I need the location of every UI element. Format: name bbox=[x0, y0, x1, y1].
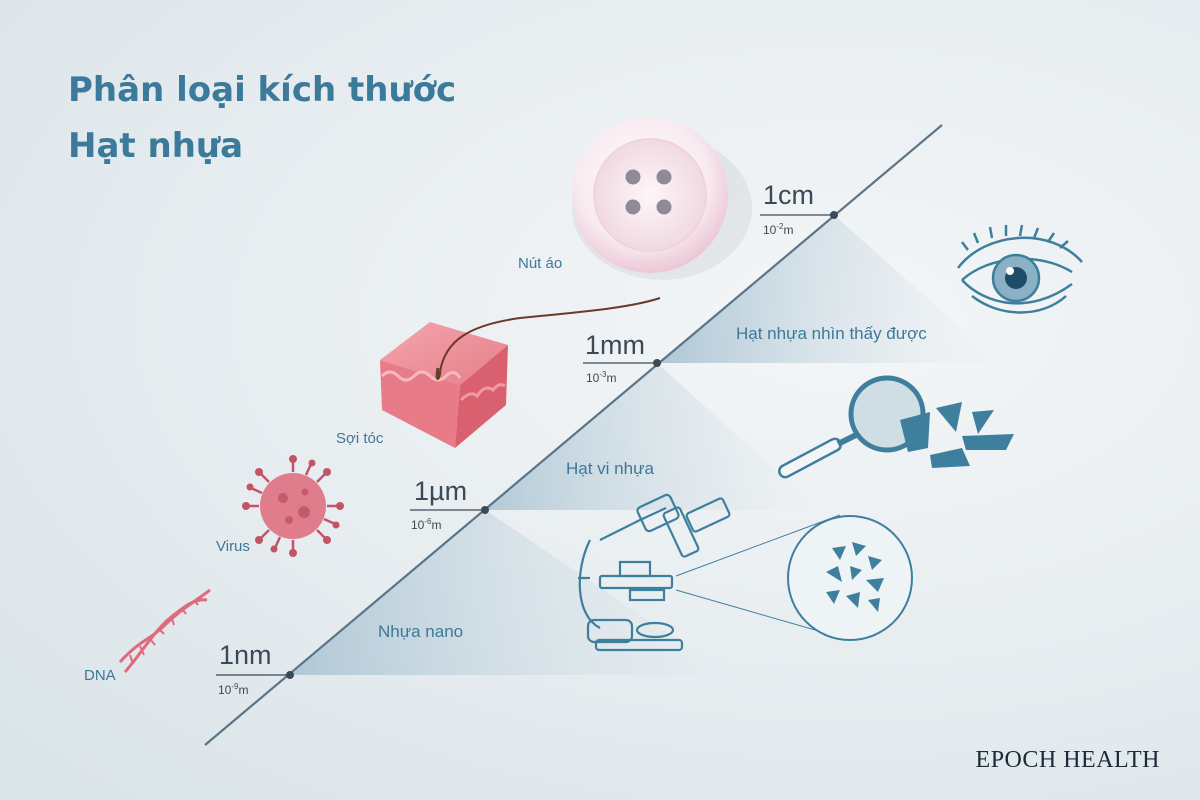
scale-exp-cm: 10-2m bbox=[763, 222, 793, 237]
band-nano-shape bbox=[290, 510, 730, 675]
scale-mark-um: 1µm 10-6m bbox=[410, 476, 489, 532]
eye-icon bbox=[957, 224, 1083, 314]
plastic-fragments-icon bbox=[900, 402, 1014, 468]
band-micro-shape bbox=[485, 363, 820, 510]
hair-skin-icon bbox=[380, 297, 661, 448]
scale-dot-nm bbox=[286, 671, 294, 679]
scale-dot-cm bbox=[830, 211, 838, 219]
scale-size-cm: 1cm bbox=[763, 180, 814, 210]
scale-exp-nm: 10-9m bbox=[218, 682, 248, 697]
brand-logo: EPOCH HEALTH bbox=[975, 747, 1160, 773]
hair-label: Sợi tóc bbox=[336, 430, 384, 447]
scale-axis bbox=[204, 124, 943, 746]
button-label: Nút áo bbox=[518, 255, 562, 272]
scale-size-mm: 1mm bbox=[585, 330, 645, 360]
microscope-view bbox=[787, 515, 913, 641]
microscope-icon bbox=[578, 493, 731, 652]
scale-size-nm: 1nm bbox=[219, 640, 272, 670]
band-micro-label: Hạt vi nhựa bbox=[566, 459, 654, 478]
scale-exp-um: 10-6m bbox=[411, 517, 441, 532]
scale-exp-mm: 10-3m bbox=[586, 370, 616, 385]
band-visible-label: Hạt nhựa nhìn thấy được bbox=[736, 324, 927, 343]
page-title: Phân loại kích thước Hạt nhựa bbox=[68, 62, 456, 174]
scale-dot-mm bbox=[653, 359, 661, 367]
scale-mark-cm: 1cm 10-2m bbox=[760, 180, 838, 237]
size-bands bbox=[290, 215, 1000, 675]
band-visible-shape bbox=[657, 215, 1000, 363]
virus-icon bbox=[242, 455, 344, 557]
scale-mark-mm: 1mm 10-3m bbox=[583, 330, 661, 385]
scale-size-um: 1µm bbox=[414, 476, 467, 506]
band-nano-label: Nhựa nano bbox=[378, 622, 463, 641]
button-icon bbox=[572, 117, 752, 280]
scale-mark-nm: 1nm 10-9m bbox=[216, 640, 294, 697]
magnifier-icon bbox=[778, 375, 926, 479]
scale-dot-um bbox=[481, 506, 489, 514]
virus-label: Virus bbox=[216, 538, 250, 555]
dna-label: DNA bbox=[84, 667, 116, 684]
title-line-2: Hạt nhựa bbox=[68, 126, 244, 166]
title-line-1: Phân loại kích thước bbox=[68, 70, 457, 110]
dna-icon bbox=[118, 588, 211, 673]
